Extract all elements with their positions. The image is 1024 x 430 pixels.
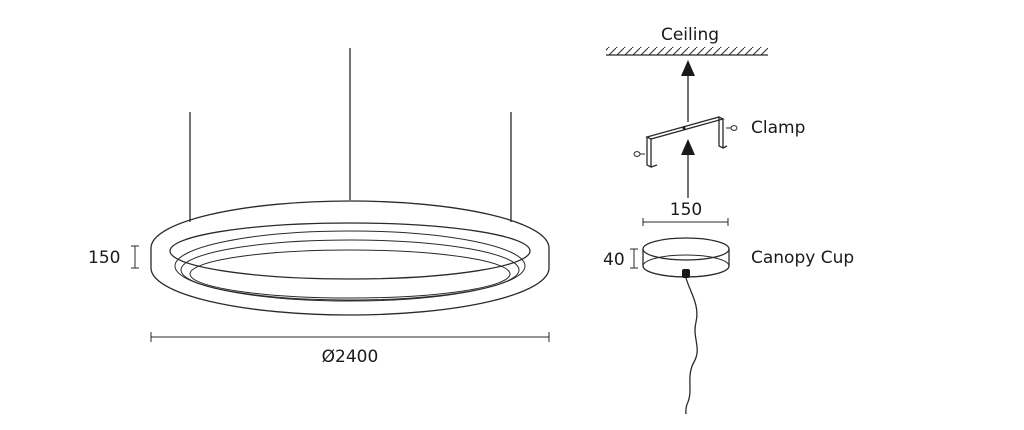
clamp-bracket: Clamp [633, 116, 805, 169]
ring-outer [150, 200, 550, 316]
arrow-up-icon [681, 139, 695, 198]
ring-inner-bottom [174, 230, 526, 302]
ring-height-dimension: 150 [88, 245, 139, 269]
ceiling-label: Ceiling [661, 25, 719, 45]
ceiling: Ceiling [606, 25, 768, 56]
cup-label: Canopy Cup [751, 248, 854, 268]
cup-width-dimension: 150 [642, 200, 729, 226]
ring-diameter-dimension: Ø2400 [150, 332, 550, 367]
ring-diameter-label: Ø2400 [322, 347, 379, 367]
power-cord [685, 277, 698, 415]
ring-luminaire [150, 48, 550, 316]
arrow-up-icon [681, 60, 695, 122]
ring-inner-edge [189, 249, 511, 299]
ring-inner-top [169, 222, 531, 280]
cup-height-label: 40 [603, 250, 625, 270]
ring-diffuser [180, 239, 520, 301]
screw-icon [633, 151, 645, 157]
ring-height-label: 150 [88, 248, 120, 268]
clamp-label: Clamp [751, 118, 805, 138]
canopy-cup: Canopy Cup [642, 237, 854, 278]
screw-icon [726, 125, 738, 131]
cup-width-label: 150 [670, 200, 702, 220]
cup-height-dimension: 40 [603, 248, 638, 270]
